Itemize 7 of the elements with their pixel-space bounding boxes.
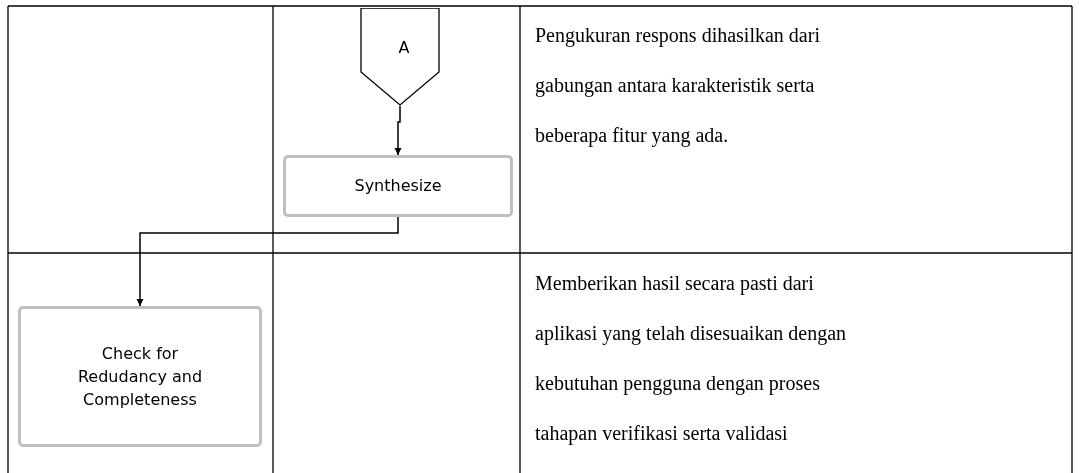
process-box: Check for Redudancy and Completeness: [18, 306, 262, 447]
arrow: [136, 216, 399, 307]
process-box: Synthesize: [283, 155, 513, 217]
off-page-connector: A: [360, 8, 440, 106]
arrow: [394, 105, 402, 156]
description-text: Memberikan hasil secara pasti dari aplikasi yang telah disesuaikan dengan kebutuhan pengguna dengan proses tahapan verifikasi serta validasi: [535, 271, 847, 447]
description-text: Pengukuran respons dihasilkan dari gabungan antara karakteristik serta beberapa fitur yang ada.: [535, 23, 821, 149]
